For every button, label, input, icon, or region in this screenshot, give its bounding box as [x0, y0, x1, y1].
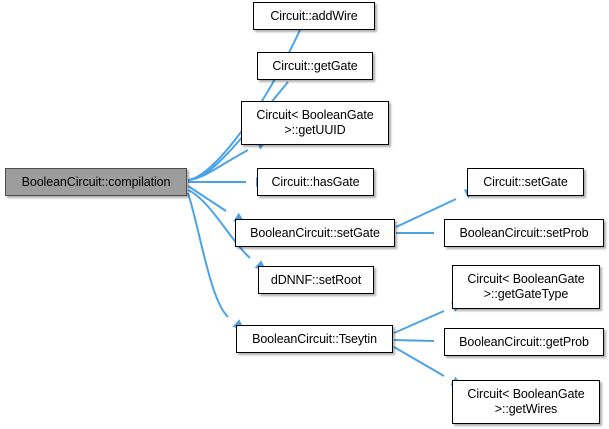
edge-line: [187, 192, 229, 318]
graph-node-getWires[interactable]: Circuit< BooleanGate >::getWires: [452, 380, 600, 424]
edge-line: [393, 310, 445, 334]
graph-node-label: dDNNF::setRoot: [270, 272, 362, 287]
graph-edge-compilation-to-addWire: [187, 10, 309, 181]
graph-node-setRoot[interactable]: dDNNF::setRoot: [258, 266, 374, 294]
graph-node-label: BooleanCircuit::Tseytin: [252, 331, 377, 346]
graph-edge-compilation-to-tseytin: [187, 192, 245, 331]
graph-node-label: BooleanCircuit::getProb: [459, 334, 589, 349]
graph-node-label: Circuit< BooleanGate >::getGateType: [467, 272, 585, 301]
graph-node-getGate[interactable]: Circuit::getGate: [257, 52, 373, 80]
edge-line: [393, 346, 445, 377]
graph-node-circSetGate[interactable]: Circuit::setGate: [467, 168, 584, 196]
graph-node-addWire[interactable]: Circuit::addWire: [253, 2, 375, 30]
graph-node-label: BooleanCircuit::setGate: [250, 225, 380, 240]
graph-node-label: BooleanCircuit::compilation: [21, 174, 171, 189]
graph-node-getProb[interactable]: BooleanCircuit::getProb: [444, 328, 604, 356]
graph-node-label: Circuit::addWire: [270, 8, 358, 23]
graph-node-label: Circuit::setGate: [483, 174, 568, 189]
graph-node-label: Circuit< BooleanGate >::getUUID: [256, 108, 374, 137]
graph-node-compilation[interactable]: BooleanCircuit::compilation: [5, 168, 187, 196]
graph-node-getUUID[interactable]: Circuit< BooleanGate >::getUUID: [241, 101, 389, 145]
graph-edge-compilation-to-hasGate: [188, 177, 267, 187]
graph-node-label: BooleanCircuit::setProb: [459, 225, 589, 240]
graph-node-getGateType[interactable]: Circuit< BooleanGate >::getGateType: [452, 265, 600, 309]
graph-node-setProb[interactable]: BooleanCircuit::setProb: [444, 219, 604, 247]
graph-node-hasGate[interactable]: Circuit::hasGate: [257, 168, 374, 196]
graph-node-label: Circuit::getGate: [272, 58, 358, 73]
graph-node-label: Circuit::hasGate: [271, 174, 360, 189]
graph-node-tseytin[interactable]: BooleanCircuit::Tseytin: [236, 325, 393, 353]
graph-node-label: Circuit< BooleanGate >::getWires: [467, 387, 585, 416]
graph-node-bcSetGate[interactable]: BooleanCircuit::setGate: [235, 219, 395, 247]
edge-line: [393, 339, 435, 342]
edge-line: [187, 185, 227, 212]
edge-line: [187, 149, 249, 181]
